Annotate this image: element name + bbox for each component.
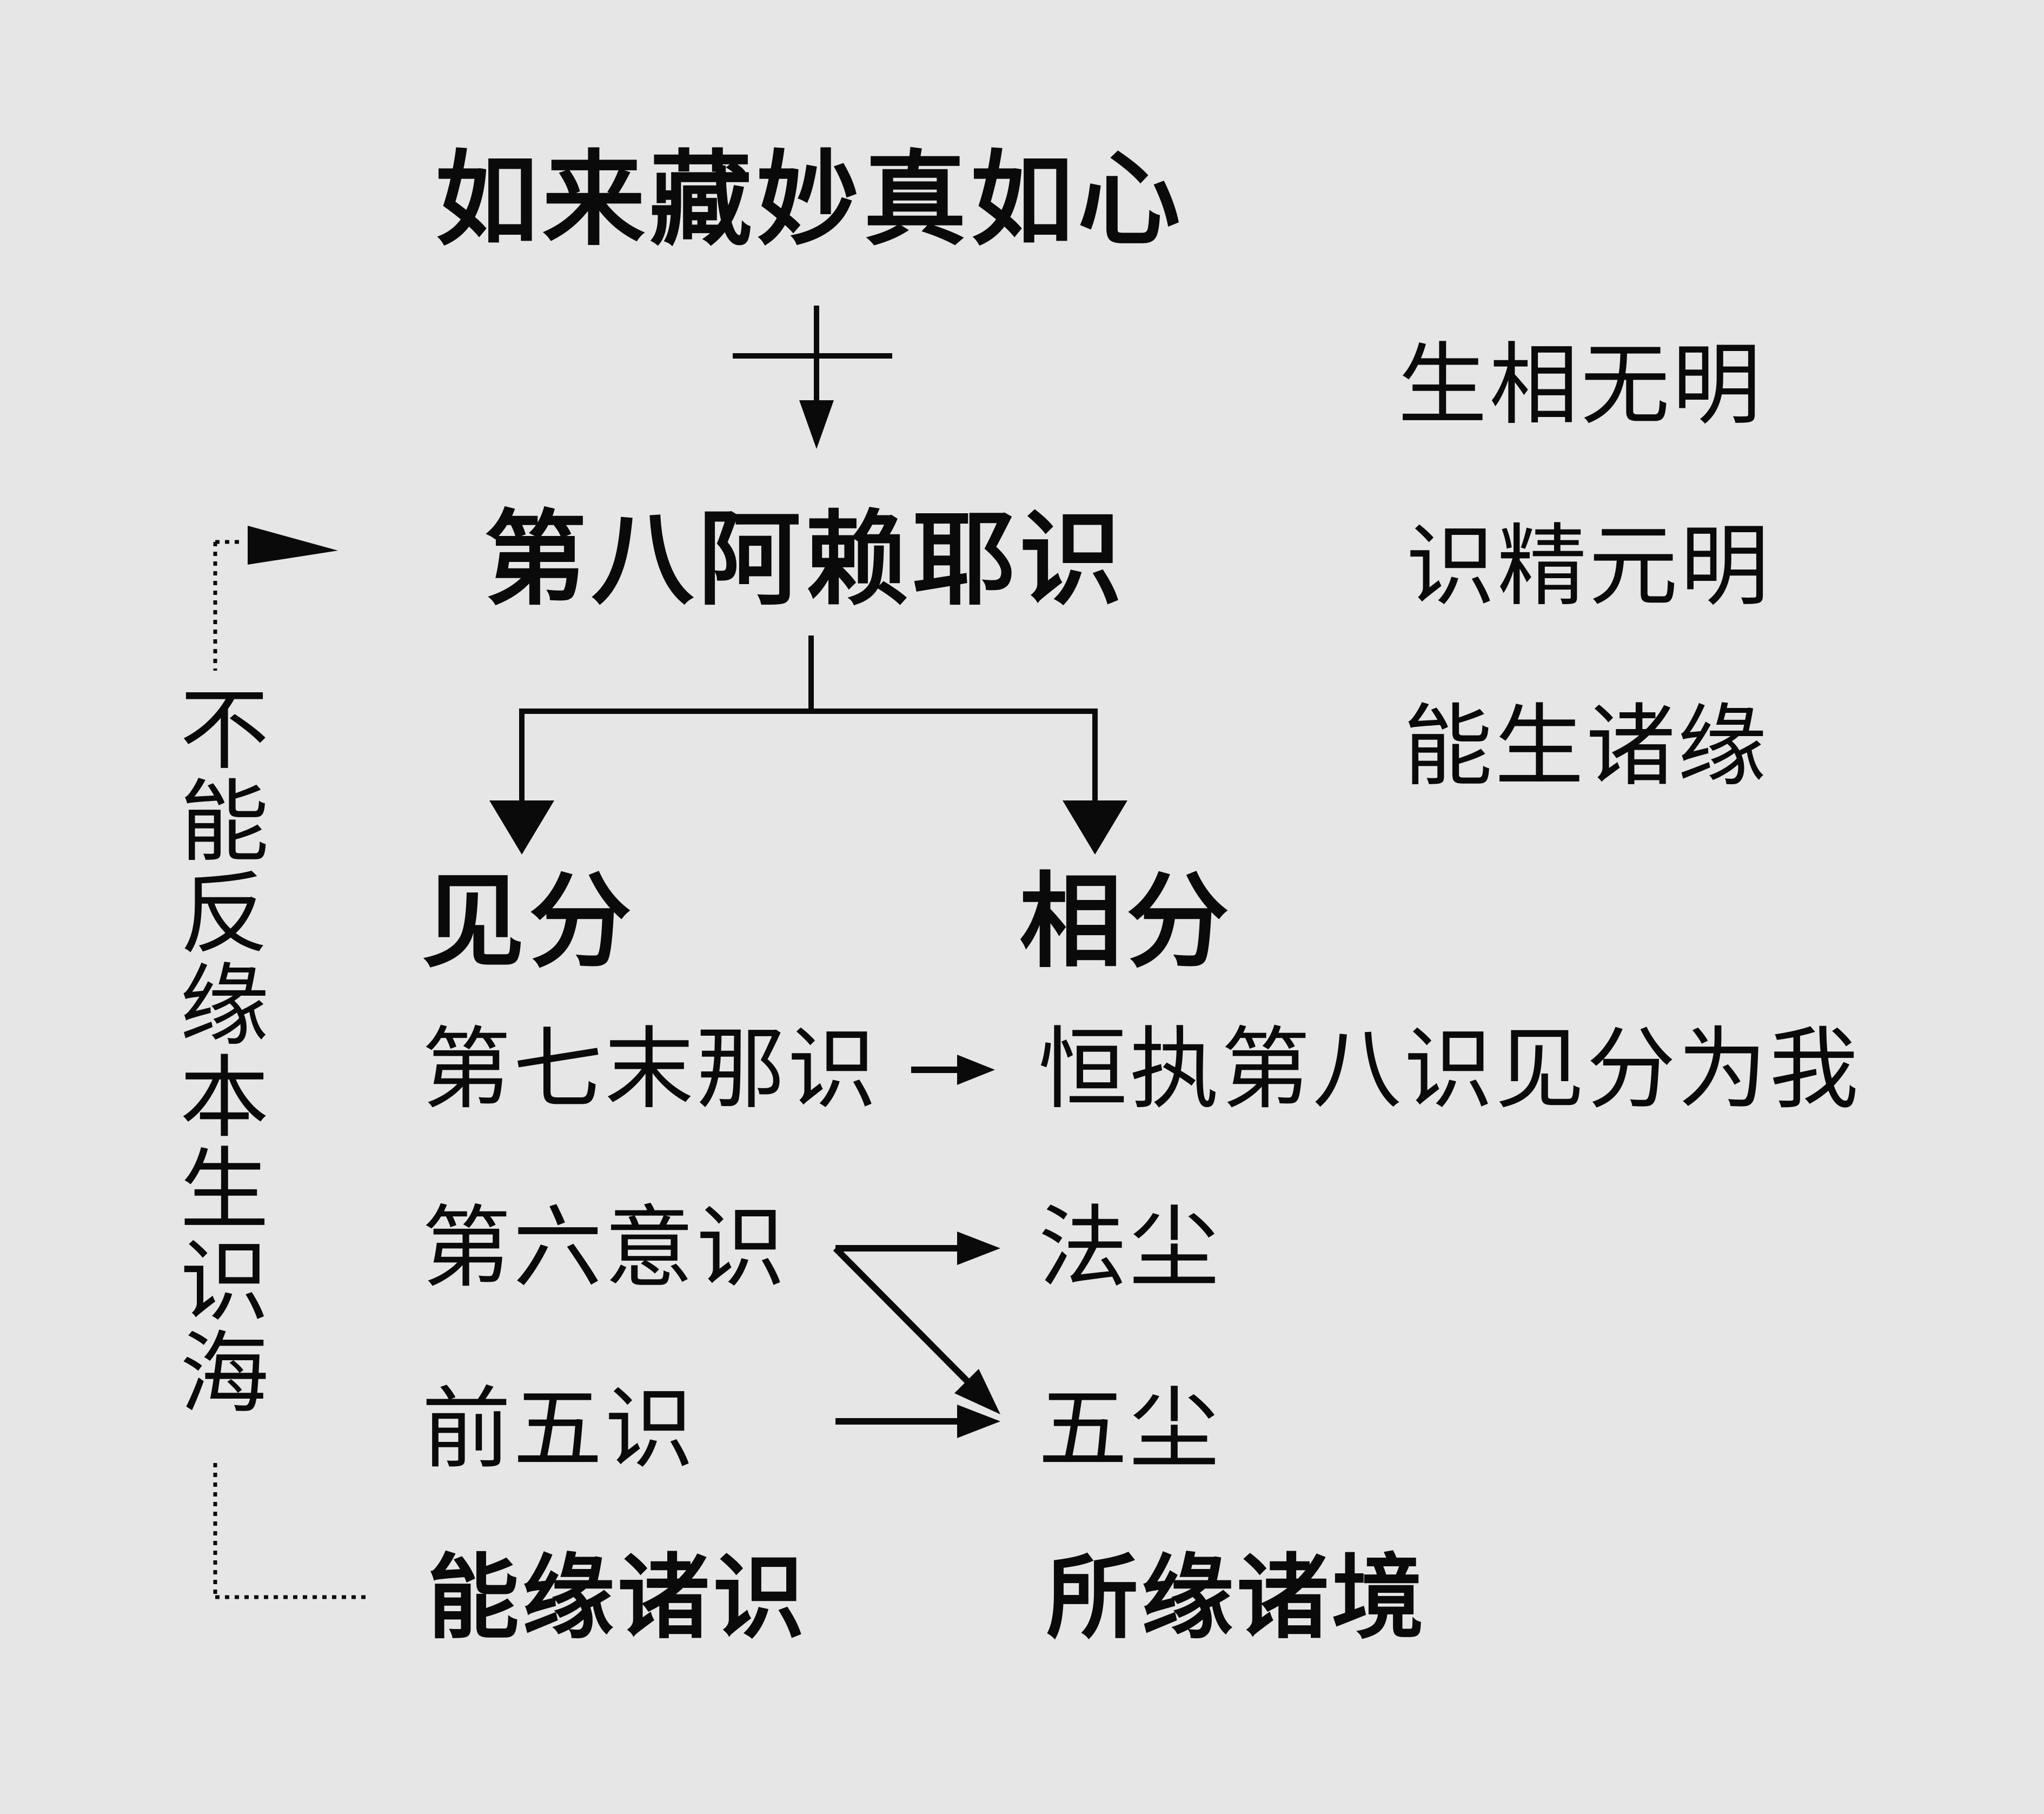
- side-feedback-bracket: [213, 526, 368, 1599]
- alaya-split-arrows: [489, 635, 1127, 855]
- sixth-arrows: [833, 1232, 1000, 1414]
- five-arrow: [835, 1405, 1000, 1438]
- note-2: 识精元明: [1406, 514, 1771, 618]
- manas-arrow: [911, 1055, 995, 1085]
- root-label: 如来藏妙真如心: [435, 140, 1185, 260]
- seeing-part-label: 见分: [422, 862, 636, 982]
- alaya-label: 第八阿赖耶识: [484, 500, 1127, 619]
- five-dust-label: 五尘: [1038, 1377, 1221, 1481]
- sixth-label: 第六意识: [422, 1196, 787, 1300]
- manas-label: 第七末那识: [422, 1017, 879, 1121]
- manas-target-label: 恒执第八识见分为我: [1038, 1017, 1861, 1121]
- right-bottom-label: 所缘诸境: [1046, 1545, 1428, 1652]
- left-bottom-label: 能缘诸识: [427, 1545, 808, 1652]
- root-to-alaya-arrow: [733, 306, 892, 449]
- five-label: 前五识: [422, 1377, 696, 1481]
- side-vertical-label: 不能反缘本生识海: [180, 678, 269, 1426]
- note-1: 生相无明: [1398, 333, 1763, 437]
- image-part-label: 相分: [1019, 862, 1234, 982]
- note-3: 能生诸缘: [1403, 694, 1769, 798]
- dharma-dust-label: 法尘: [1038, 1196, 1221, 1300]
